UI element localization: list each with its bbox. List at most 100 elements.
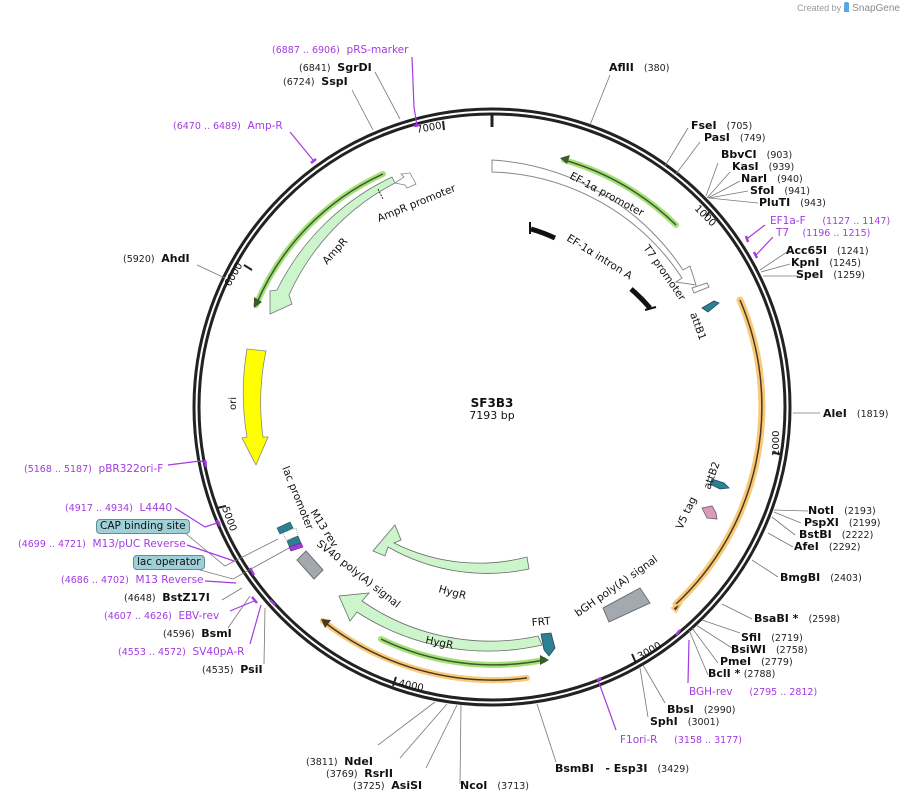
cap-binding-feature[interactable] bbox=[276, 521, 294, 535]
ori-label: ori bbox=[228, 397, 239, 410]
frt-label: FRT bbox=[531, 615, 552, 629]
enzyme-rsrii[interactable]: (3769) RsrII bbox=[326, 767, 393, 781]
enzyme-psii[interactable]: (4535) PsiI bbox=[202, 663, 263, 677]
primer-bgh-rev[interactable]: BGH-rev (2795 .. 2812) bbox=[689, 686, 818, 698]
enzyme-bmgbi[interactable]: BmgBI (2403) bbox=[780, 571, 862, 585]
lac-promoter-label: lac promoter bbox=[279, 465, 316, 532]
lac-operator-label[interactable]: lac operator bbox=[133, 555, 205, 570]
enzyme-pmei[interactable]: PmeI (2779) bbox=[720, 655, 793, 669]
ampr-arrow[interactable] bbox=[269, 176, 396, 315]
orf-line-ampr bbox=[255, 173, 384, 306]
hygr-outer-arrow[interactable] bbox=[338, 592, 543, 652]
enzyme-afei[interactable]: AfeI (2292) bbox=[794, 540, 861, 554]
ef1a-intron-start bbox=[530, 226, 557, 241]
cap-binding-site-label[interactable]: CAP binding site bbox=[96, 519, 190, 534]
plasmid-name: SF3B3 bbox=[470, 396, 514, 410]
primer-sv40pa-r[interactable]: (4553 .. 4572) SV40pA-R bbox=[118, 646, 245, 658]
primer-pbr322ori-f[interactable]: (5168 .. 5187) pBR322ori-F bbox=[24, 463, 164, 475]
tick-label-7000: 7000 bbox=[416, 121, 443, 136]
enzyme-aflii[interactable]: AflII (380) bbox=[609, 61, 670, 75]
ampr-promoter-arrow[interactable] bbox=[393, 172, 417, 189]
ori-feature[interactable] bbox=[241, 348, 269, 466]
enzyme-ahdi[interactable]: (5920) AhdI bbox=[123, 252, 190, 266]
tick-label-4000: 4000 bbox=[397, 678, 424, 694]
enzyme-bsmbi-esp3i[interactable]: BsmBI - Esp3I (3429) bbox=[555, 762, 690, 776]
sv40-polya-feature[interactable] bbox=[296, 550, 324, 580]
ef1a-promoter-arrow[interactable] bbox=[491, 159, 697, 286]
enzyme-ndei[interactable]: (3811) NdeI bbox=[306, 755, 373, 769]
bgh-polya-feature[interactable] bbox=[602, 587, 651, 623]
primer-ef1a-f[interactable]: EF1a-F (1127 .. 1147) bbox=[770, 215, 891, 227]
orf-line-top bbox=[563, 159, 677, 226]
primer-m13-reverse[interactable]: (4686 .. 4702) M13 Reverse bbox=[61, 574, 204, 586]
attb2-feature[interactable] bbox=[709, 478, 730, 490]
ef1a-intron-label: EF-1α intron A bbox=[564, 232, 634, 282]
ampr-promoter-divider bbox=[377, 188, 384, 200]
frt-feature[interactable] bbox=[540, 632, 556, 657]
v5-tag-label: V5 tag bbox=[674, 495, 699, 531]
credit-brand: SnapGene bbox=[852, 3, 900, 14]
enzyme-kpni[interactable]: KpnI (1245) bbox=[791, 256, 861, 270]
enzyme-bbvci[interactable]: BbvCI (903) bbox=[721, 148, 793, 162]
enzyme-fsei[interactable]: FseI (705) bbox=[691, 119, 753, 133]
enzyme-bcli[interactable]: BclI * (2788) bbox=[708, 667, 776, 681]
enzyme-sspi[interactable]: (6724) SspI bbox=[283, 75, 348, 89]
backbone-ring bbox=[192, 107, 792, 707]
enzyme-bsiwi[interactable]: BsiWI (2758) bbox=[731, 643, 808, 657]
enzyme-spei[interactable]: SpeI (1259) bbox=[796, 268, 865, 282]
primer-m13-puc-reverse[interactable]: (4699 .. 4721) M13/pUC Reverse bbox=[18, 538, 186, 550]
enzyme-pspxi[interactable]: PspXI (2199) bbox=[804, 516, 881, 530]
orf-line-right bbox=[675, 299, 763, 605]
enzyme-sfoi[interactable]: SfoI (941) bbox=[750, 184, 810, 198]
enzyme-acc65i[interactable]: Acc65I (1241) bbox=[786, 244, 869, 258]
orf-arrowhead-right bbox=[670, 601, 683, 614]
primer-l4440[interactable]: (4917 .. 4934) L4440 bbox=[65, 502, 173, 514]
primer-f1ori-r[interactable]: F1ori-R (3158 .. 3177) bbox=[620, 734, 743, 746]
ef1a-intron-end bbox=[629, 287, 652, 310]
orf-arrowhead-ampr bbox=[254, 297, 262, 308]
orf-arrowhead-top bbox=[560, 155, 570, 164]
enzyme-bstz17i[interactable]: (4648) BstZ17I bbox=[124, 591, 210, 605]
enzyme-nari[interactable]: NarI (940) bbox=[741, 172, 803, 186]
enzyme-bbsi[interactable]: BbsI (2990) bbox=[667, 703, 736, 717]
m13-rev-feature[interactable] bbox=[288, 542, 304, 552]
enzyme-ncoi[interactable]: NcoI (3713) bbox=[460, 779, 529, 793]
hygr-inner-arrow[interactable] bbox=[372, 524, 530, 574]
orf-line-bottom-orange bbox=[322, 620, 528, 681]
enzyme-bsmi[interactable]: (4596) BsmI bbox=[163, 627, 232, 641]
enzyme-asisi[interactable]: (3725) AsiSI bbox=[353, 779, 423, 793]
ampr-promoter-label: AmpR promoter bbox=[376, 182, 458, 225]
enzyme-sgrdi[interactable]: (6841) SgrDI bbox=[299, 61, 372, 75]
plasmid-length: 7193 bp bbox=[469, 409, 515, 422]
hygr-outer-label: HygR bbox=[424, 634, 454, 652]
snapgene-logo-icon bbox=[844, 2, 850, 12]
tick-label-2000: 2000 bbox=[771, 431, 782, 456]
enzyme-pluti[interactable]: PluTI (943) bbox=[759, 196, 826, 210]
primer-prs-marker[interactable]: (6887 .. 6906) pRS-marker bbox=[272, 44, 409, 56]
primer-ebv-rev[interactable]: (4607 .. 4626) EBV-rev bbox=[104, 610, 220, 622]
orf-arrowhead-bottom-orange bbox=[321, 619, 331, 628]
enzyme-bsabi[interactable]: BsaBI * (2598) bbox=[754, 612, 841, 626]
ampr-label: AmpR bbox=[320, 236, 350, 267]
attb1-feature[interactable] bbox=[701, 300, 720, 313]
primer-t7[interactable]: T7 (1196 .. 1215) bbox=[776, 227, 871, 239]
primer-amp-r[interactable]: (6470 .. 6489) Amp-R bbox=[173, 120, 283, 132]
enzyme-sphi[interactable]: SphI (3001) bbox=[650, 715, 720, 729]
enzyme-bstbi[interactable]: BstBI (2222) bbox=[799, 528, 874, 542]
enzyme-pasi[interactable]: PasI (749) bbox=[704, 131, 766, 145]
enzyme-sfii[interactable]: SfiI (2719) bbox=[741, 631, 803, 645]
primer-leader-lines bbox=[167, 56, 774, 731]
attb1-label: attB1 bbox=[687, 311, 708, 342]
orf-line-bottom-green bbox=[380, 638, 545, 666]
enzyme-kasi[interactable]: KasI (939) bbox=[732, 160, 795, 174]
enzyme-leader-lines bbox=[184, 71, 820, 785]
t7-promoter-arrow[interactable] bbox=[691, 282, 710, 294]
enzyme-alei[interactable]: AleI (1819) bbox=[823, 407, 889, 421]
v5-tag-feature[interactable] bbox=[701, 505, 718, 520]
primer-marks bbox=[203, 123, 759, 682]
hygr-inner-label: HygR bbox=[437, 583, 467, 602]
orf-arrowhead-bottom-green bbox=[540, 655, 549, 665]
enzyme-noti[interactable]: NotI (2193) bbox=[808, 504, 876, 518]
